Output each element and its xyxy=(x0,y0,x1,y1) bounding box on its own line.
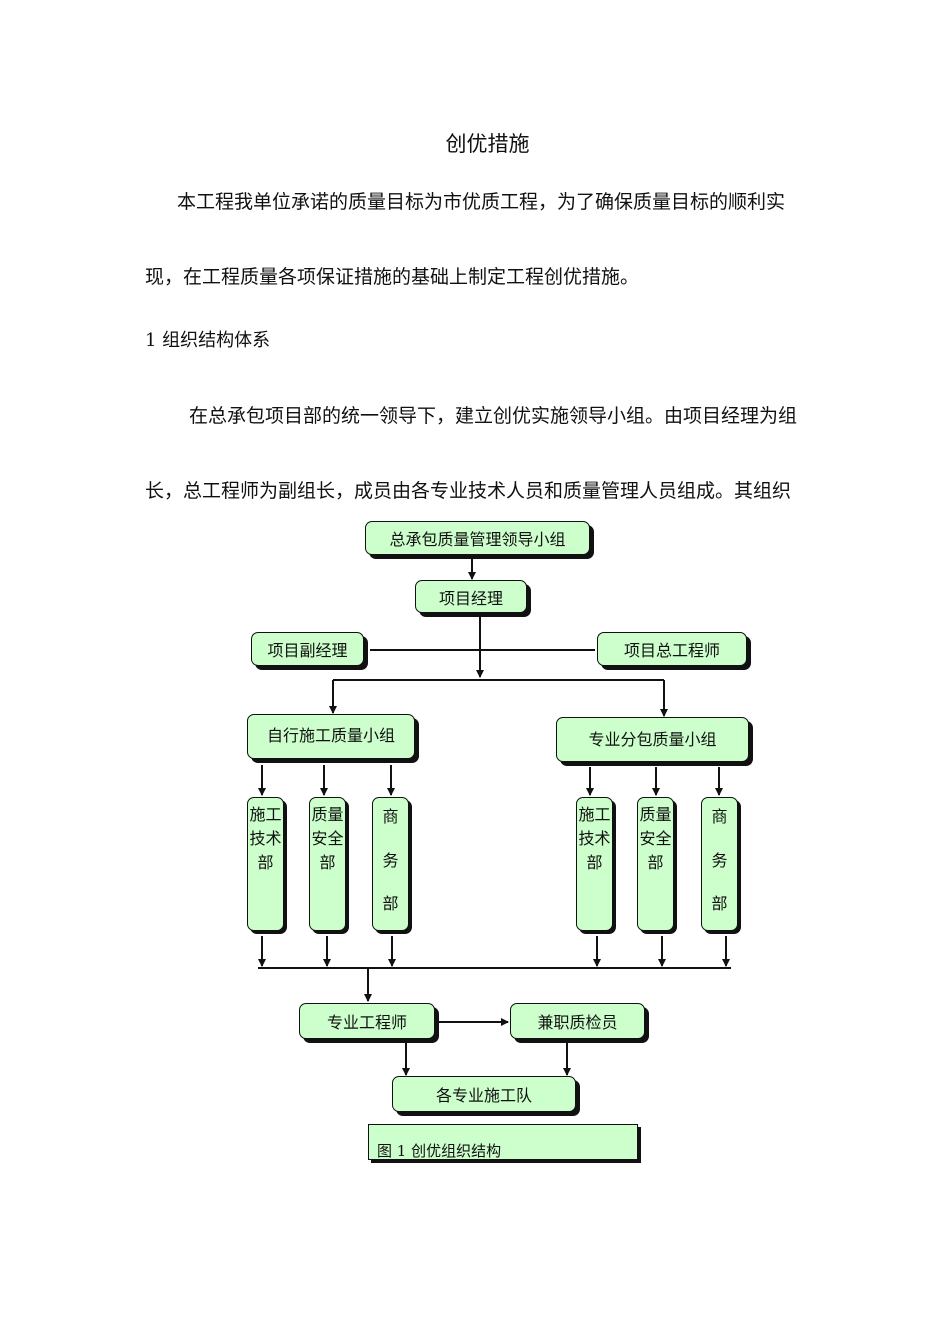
specialty-engineer-box: 专业工程师 xyxy=(299,1003,435,1039)
paragraph-2-line-2: 长，总工程师为副组长，成员由各专业技术人员和质量管理人员组成。其组织 xyxy=(145,480,792,502)
right-quality-safety-dept: 质量 安全 部 xyxy=(637,797,674,931)
self-construction-group-box: 自行施工质量小组 xyxy=(247,714,415,759)
leadership-group-box: 总承包质量管理领导小组 xyxy=(365,521,590,555)
chief-engineer-box: 项目总工程师 xyxy=(597,632,747,666)
paragraph-1-line-2: 现，在工程质量各项保证措施的基础上制定工程创优措施。 xyxy=(145,266,640,288)
deputy-manager-box: 项目副经理 xyxy=(251,632,364,666)
paragraph-2-line-1: 在总承包项目部的统一领导下，建立创优实施领导小组。由项目经理为组 xyxy=(189,405,798,427)
right-business-dept: 商 务 部 xyxy=(701,797,738,931)
page-title: 创优措施 xyxy=(445,132,530,156)
left-business-dept: 商 务 部 xyxy=(372,797,409,931)
left-construction-tech-dept: 施工 技术 部 xyxy=(247,797,284,931)
subcontract-group-box: 专业分包质量小组 xyxy=(556,717,749,762)
construction-teams-box: 各专业施工队 xyxy=(392,1076,576,1112)
project-manager-box: 项目经理 xyxy=(415,580,527,613)
paragraph-1-line-1: 本工程我单位承诺的质量目标为市优质工程，为了确保质量目标的顺利实 xyxy=(177,191,786,213)
figure-caption: 图 1 创优组织结构 xyxy=(368,1124,638,1160)
right-construction-tech-dept: 施工 技术 部 xyxy=(576,797,613,931)
left-quality-safety-dept: 质量 安全 部 xyxy=(309,797,346,931)
section-heading: 1 组织结构体系 xyxy=(145,330,271,351)
part-time-inspector-box: 兼职质检员 xyxy=(510,1003,645,1039)
